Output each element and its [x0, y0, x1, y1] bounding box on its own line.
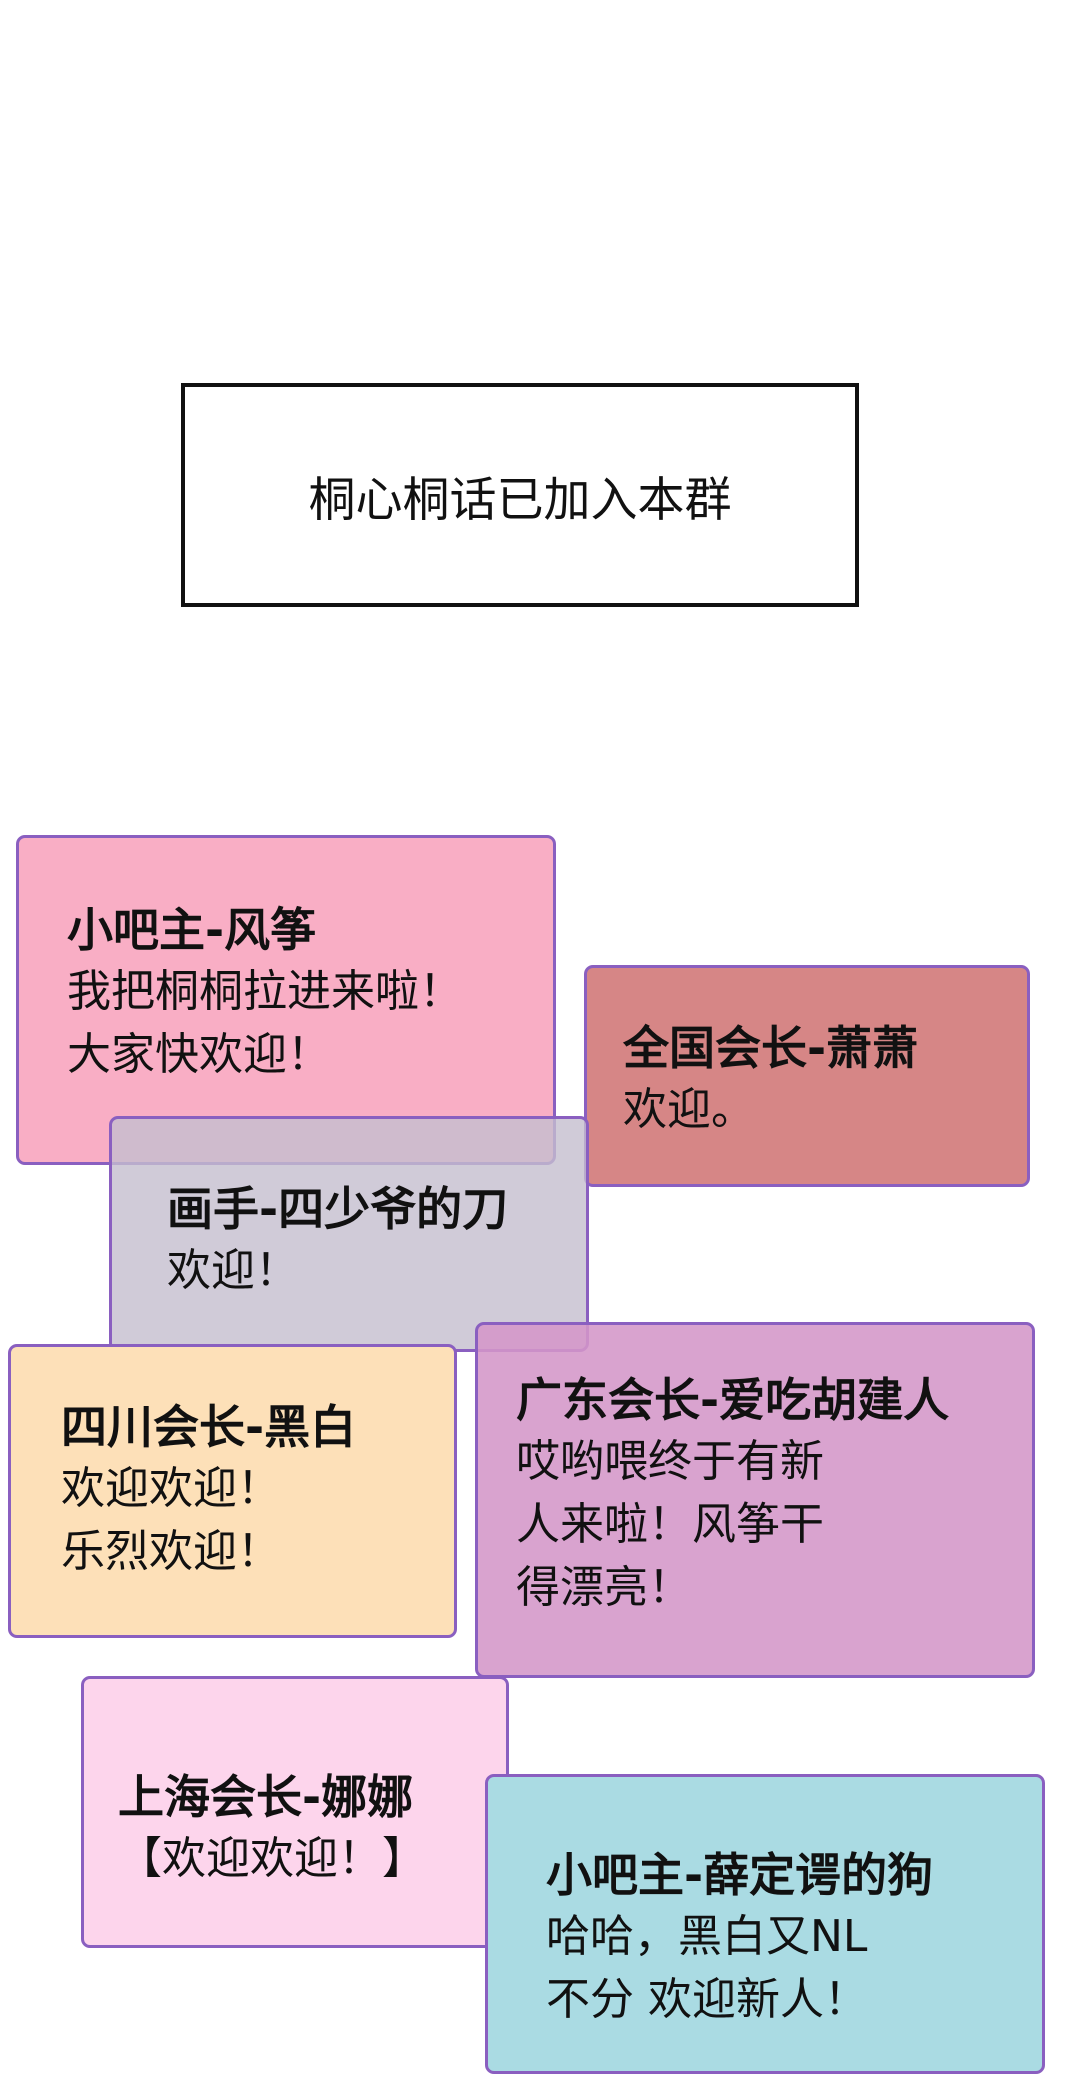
system-notice-box: 桐心桐话已加入本群: [181, 383, 859, 607]
bubble-message-line: 哎哟喂终于有新: [516, 1436, 824, 1487]
bubble-message-line: 【欢迎欢迎！】: [118, 1833, 426, 1884]
bubble-message-line: 欢迎欢迎！: [61, 1463, 281, 1514]
chat-bubble-xiaobazhu-fengzheng: 小吧主-风筝 我把桐桐拉进来啦！ 大家快欢迎！: [16, 835, 556, 1165]
bubble-sender-name: 上海会长-娜娜: [118, 1770, 414, 1824]
bubble-sender-name: 小吧主-风筝: [67, 903, 317, 957]
chat-bubble-huashou-sishaoye: 画手-四少爷的刀 欢迎！: [109, 1116, 589, 1376]
chat-bubble-quanguo-huizhang-xiaoxiao: 全国会长-萧萧 欢迎。: [584, 965, 1030, 1216]
bubble-sender-name: 四川会长-黑白: [61, 1400, 357, 1454]
system-notice-text: 桐心桐话已加入本群: [308, 472, 732, 528]
bubble-message-line: 哈哈，黑白又NL: [546, 1911, 868, 1962]
bubble-message-line: 我把桐桐拉进来啦！: [67, 966, 463, 1017]
chat-bubble-xiaobazhu-xuedinge: 小吧主-薛定谔的狗 哈哈，黑白又NL 不分 欢迎新人！: [485, 1774, 1045, 2074]
bubble-message-line: 乐烈欢迎！: [61, 1526, 281, 1577]
bubble-message-line: 欢迎。: [623, 1084, 755, 1135]
bubble-message-line: 大家快欢迎！: [67, 1029, 331, 1080]
bubble-message-line: 人来啦！风筝干: [516, 1499, 824, 1550]
bubble-message-line: 欢迎！: [167, 1245, 299, 1296]
bubble-sender-name: 全国会长-萧萧: [623, 1021, 919, 1075]
bubble-message-line: 得漂亮！: [516, 1562, 692, 1613]
bubble-sender-name: 广东会长-爱吃胡建人: [516, 1373, 950, 1427]
bubble-sender-name: 画手-四少爷的刀: [167, 1182, 509, 1236]
chat-bubble-sichuan-huizhang-heibai: 四川会长-黑白 欢迎欢迎！ 乐烈欢迎！: [8, 1344, 457, 1667]
chat-bubble-shanghai-huizhang-nana: 上海会长-娜娜 【欢迎欢迎！】: [81, 1676, 509, 1981]
chat-bubble-guangdong-huizhang: 广东会长-爱吃胡建人 哎哟喂终于有新 人来啦！风筝干 得漂亮！: [475, 1322, 1035, 1709]
bubble-message-line: 不分 欢迎新人！: [546, 1974, 868, 2025]
bubble-sender-name: 小吧主-薛定谔的狗: [546, 1848, 934, 1902]
